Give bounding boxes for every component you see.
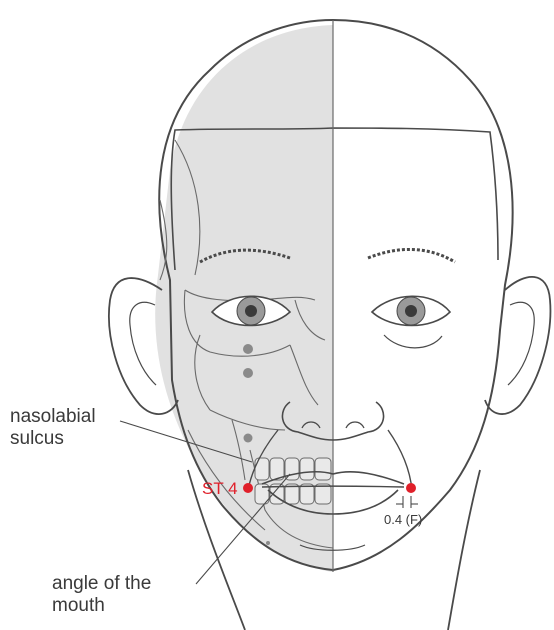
angle-of-mouth-label: angle of the mouth — [52, 573, 151, 617]
neck-right — [448, 470, 480, 630]
nostril-right — [346, 422, 364, 428]
left-ear-inner — [130, 302, 156, 385]
right-ear — [485, 277, 550, 414]
angle-label-line1: angle of the — [52, 573, 151, 595]
right-eye — [372, 296, 450, 348]
minor-point-4 — [266, 541, 270, 545]
nasolabial-fold-right — [388, 430, 412, 490]
angle-label-line2: mouth — [52, 595, 151, 617]
st4-label: ST 4 — [202, 479, 238, 499]
minor-point-1 — [243, 344, 253, 354]
nasolabial-label: nasolabial sulcus — [10, 406, 96, 450]
nasolabial-label-line1: nasolabial — [10, 406, 96, 428]
measurement-bracket — [396, 496, 418, 508]
nasolabial-label-line2: sulcus — [10, 428, 96, 450]
measurement-label: 0.4 (F) — [384, 512, 422, 527]
st4-point-right — [406, 483, 416, 493]
right-eyebrow — [368, 249, 455, 262]
minor-point-2 — [243, 368, 253, 378]
right-ear-inner — [508, 302, 534, 385]
st4-point-left — [243, 483, 253, 493]
minor-point-3 — [244, 434, 253, 443]
